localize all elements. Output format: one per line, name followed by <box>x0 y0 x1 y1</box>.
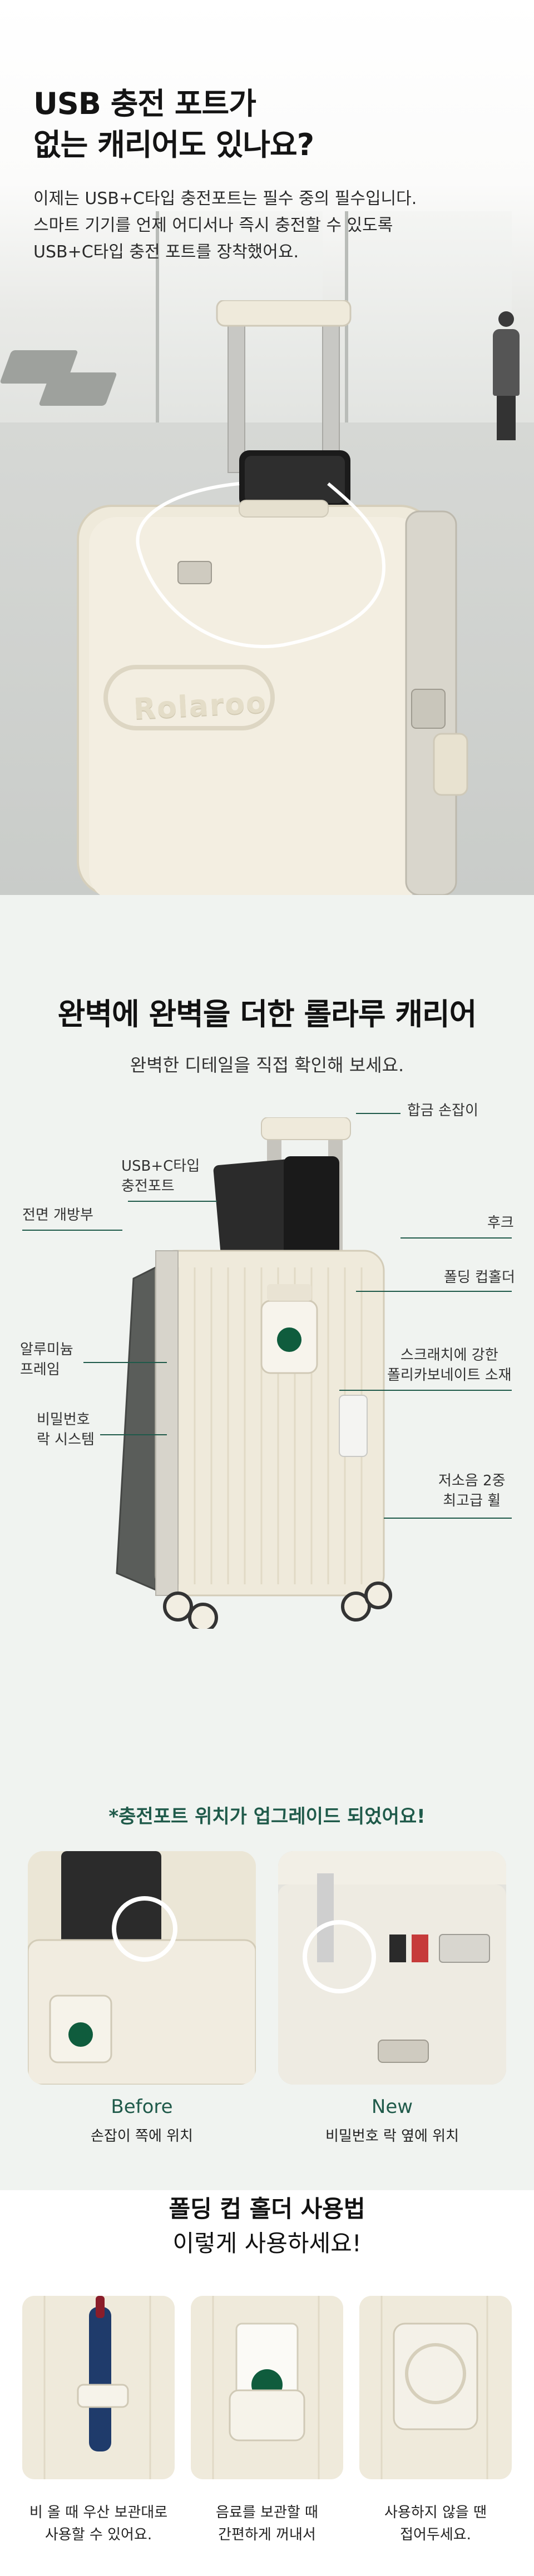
usage-caption-line: 사용할 수 있어요. <box>44 2527 152 2543</box>
traveler-figure <box>490 311 523 440</box>
callout-label: 후크 <box>487 1215 514 1231</box>
leader-line <box>83 1362 167 1363</box>
before-desc: 손잡이 쪽에 위치 <box>91 2128 193 2145</box>
usage-caption: 비 올 때 우산 보관대로 사용할 수 있어요. <box>22 2502 175 2546</box>
hero-title: USB 충전 포트가 없는 캐리어도 있나요? <box>33 83 417 166</box>
folded-illustration <box>359 2296 512 2479</box>
hero-desc-line: 스마트 기기를 언제 어디서나 즉시 충전할 수 있도록 <box>33 216 393 235</box>
callout-polycarbonate: 스크래치에 강한 폴리카보네이트 소재 <box>387 1345 512 1385</box>
hero-description: 이제는 USB+C타입 충전포트는 필수 중의 필수입니다. 스마트 기기를 언… <box>33 186 417 266</box>
leader-line <box>400 1237 512 1239</box>
airport-window <box>345 211 512 422</box>
brand-emboss: Rolaroo <box>132 685 268 727</box>
usage-folded-image <box>359 2296 512 2479</box>
before-image <box>28 1851 256 2085</box>
suitcase-diagram: 합금 손잡이 USB+C타입 충전포트 전면 개방부 후크 폴딩 컵홀더 알루미… <box>0 1095 534 1662</box>
callout-label: 폴딩 컵홀더 <box>444 1269 515 1286</box>
upgrade-section: *충전포트 위치가 업그레이드 되었어요! Before 손잡이 쪽에 위치 N… <box>0 1801 534 2190</box>
callout-label: 알루미늄 <box>20 1341 73 1358</box>
features-section: 완벽에 완벽을 더한 롤라루 캐리어 완벽한 디테일을 직접 확인해 보세요. <box>0 895 534 1801</box>
hero-title-line: 없는 캐리어도 있나요? <box>33 127 314 162</box>
leader-line <box>128 1201 217 1202</box>
new-desc: 비밀번호 락 옆에 위치 <box>325 2128 459 2145</box>
hero-title-line: USB 충전 포트가 <box>33 86 256 121</box>
before-label: Before <box>111 2096 173 2118</box>
usage-umbrella-image <box>22 2296 175 2479</box>
upgrade-title: *충전포트 위치가 업그레이드 되었어요! <box>108 1806 426 1828</box>
suitcase-detail-image <box>116 1117 392 1629</box>
callout-lock-system: 비밀번호 락 시스템 <box>37 1410 95 1450</box>
before-illustration <box>28 1851 256 2085</box>
umbrella-illustration <box>22 2296 175 2479</box>
callout-label: 프레임 <box>20 1361 60 1378</box>
callout-alloy-handle: 합금 손잡이 <box>407 1101 478 1121</box>
new-image <box>278 1851 506 2085</box>
usage-caption-line: 간편하게 꺼내서 <box>218 2527 316 2543</box>
features-title: 완벽에 완벽을 더한 롤라루 캐리어 <box>57 997 477 1032</box>
leader-line <box>356 1291 512 1292</box>
callout-label: 비밀번호 <box>37 1411 90 1428</box>
suitcase-hero-image <box>77 300 468 895</box>
cupholder-subtitle: 이렇게 사용하세요! <box>172 2230 362 2257</box>
usage-caption: 음료를 보관할 때 간편하게 꺼내서 <box>191 2502 343 2546</box>
hero-desc-line: USB+C타입 충전 포트를 장착했어요. <box>33 242 299 262</box>
callout-hook: 후크 <box>487 1213 514 1233</box>
hero-section: USB 충전 포트가 없는 캐리어도 있나요? 이제는 USB+C타입 충전포트… <box>0 0 534 895</box>
callout-label: 최고급 휠 <box>443 1493 501 1509</box>
drink-illustration <box>191 2296 343 2479</box>
callout-usb-port: USB+C타입 충전포트 <box>121 1156 200 1196</box>
new-illustration <box>278 1851 506 2085</box>
callout-aluminum-frame: 알루미늄 프레임 <box>20 1340 73 1380</box>
usage-caption: 사용하지 않을 땐 접어두세요. <box>359 2502 512 2546</box>
callout-label: 락 시스템 <box>37 1431 95 1448</box>
leader-line <box>339 1390 512 1391</box>
usage-caption-line: 음료를 보관할 때 <box>216 2504 318 2521</box>
new-label: New <box>371 2096 413 2118</box>
leader-line <box>384 1518 512 1519</box>
callout-label: 폴리카보네이트 소재 <box>387 1367 512 1384</box>
hero-text: USB 충전 포트가 없는 캐리어도 있나요? 이제는 USB+C타입 충전포트… <box>33 83 417 266</box>
cupholder-section: 폴딩 컵 홀더 사용법 이렇게 사용하세요! 비 올 때 우산 보관대로 사용 <box>0 2190 534 2576</box>
features-subtitle: 완벽한 디테일을 직접 확인해 보세요. <box>130 1055 404 1076</box>
callout-label: 합금 손잡이 <box>407 1102 478 1119</box>
callout-label: 충전포트 <box>121 1178 175 1195</box>
usage-drink-image <box>191 2296 343 2479</box>
callout-label: USB+C타입 <box>121 1158 200 1175</box>
leader-line <box>100 1434 167 1435</box>
callout-label: 전면 개방부 <box>22 1207 93 1224</box>
usage-caption-line: 사용하지 않을 땐 <box>384 2504 487 2521</box>
cupholder-title: 폴딩 컵 홀더 사용법 <box>169 2195 365 2222</box>
callout-label: 스크래치에 강한 <box>400 1347 498 1364</box>
leader-line <box>356 1113 400 1114</box>
callout-label: 저소음 2중 <box>438 1473 506 1489</box>
callout-cup-holder: 폴딩 컵홀더 <box>444 1267 515 1287</box>
callout-front-opening: 전면 개방부 <box>22 1205 93 1225</box>
usage-caption-line: 접어두세요. <box>400 2527 471 2543</box>
hero-desc-line: 이제는 USB+C타입 충전포트는 필수 중의 필수입니다. <box>33 189 417 208</box>
usage-caption-line: 비 올 때 우산 보관대로 <box>29 2504 168 2521</box>
callout-wheels: 저소음 2중 최고급 휠 <box>438 1471 506 1511</box>
leader-line <box>22 1230 122 1231</box>
